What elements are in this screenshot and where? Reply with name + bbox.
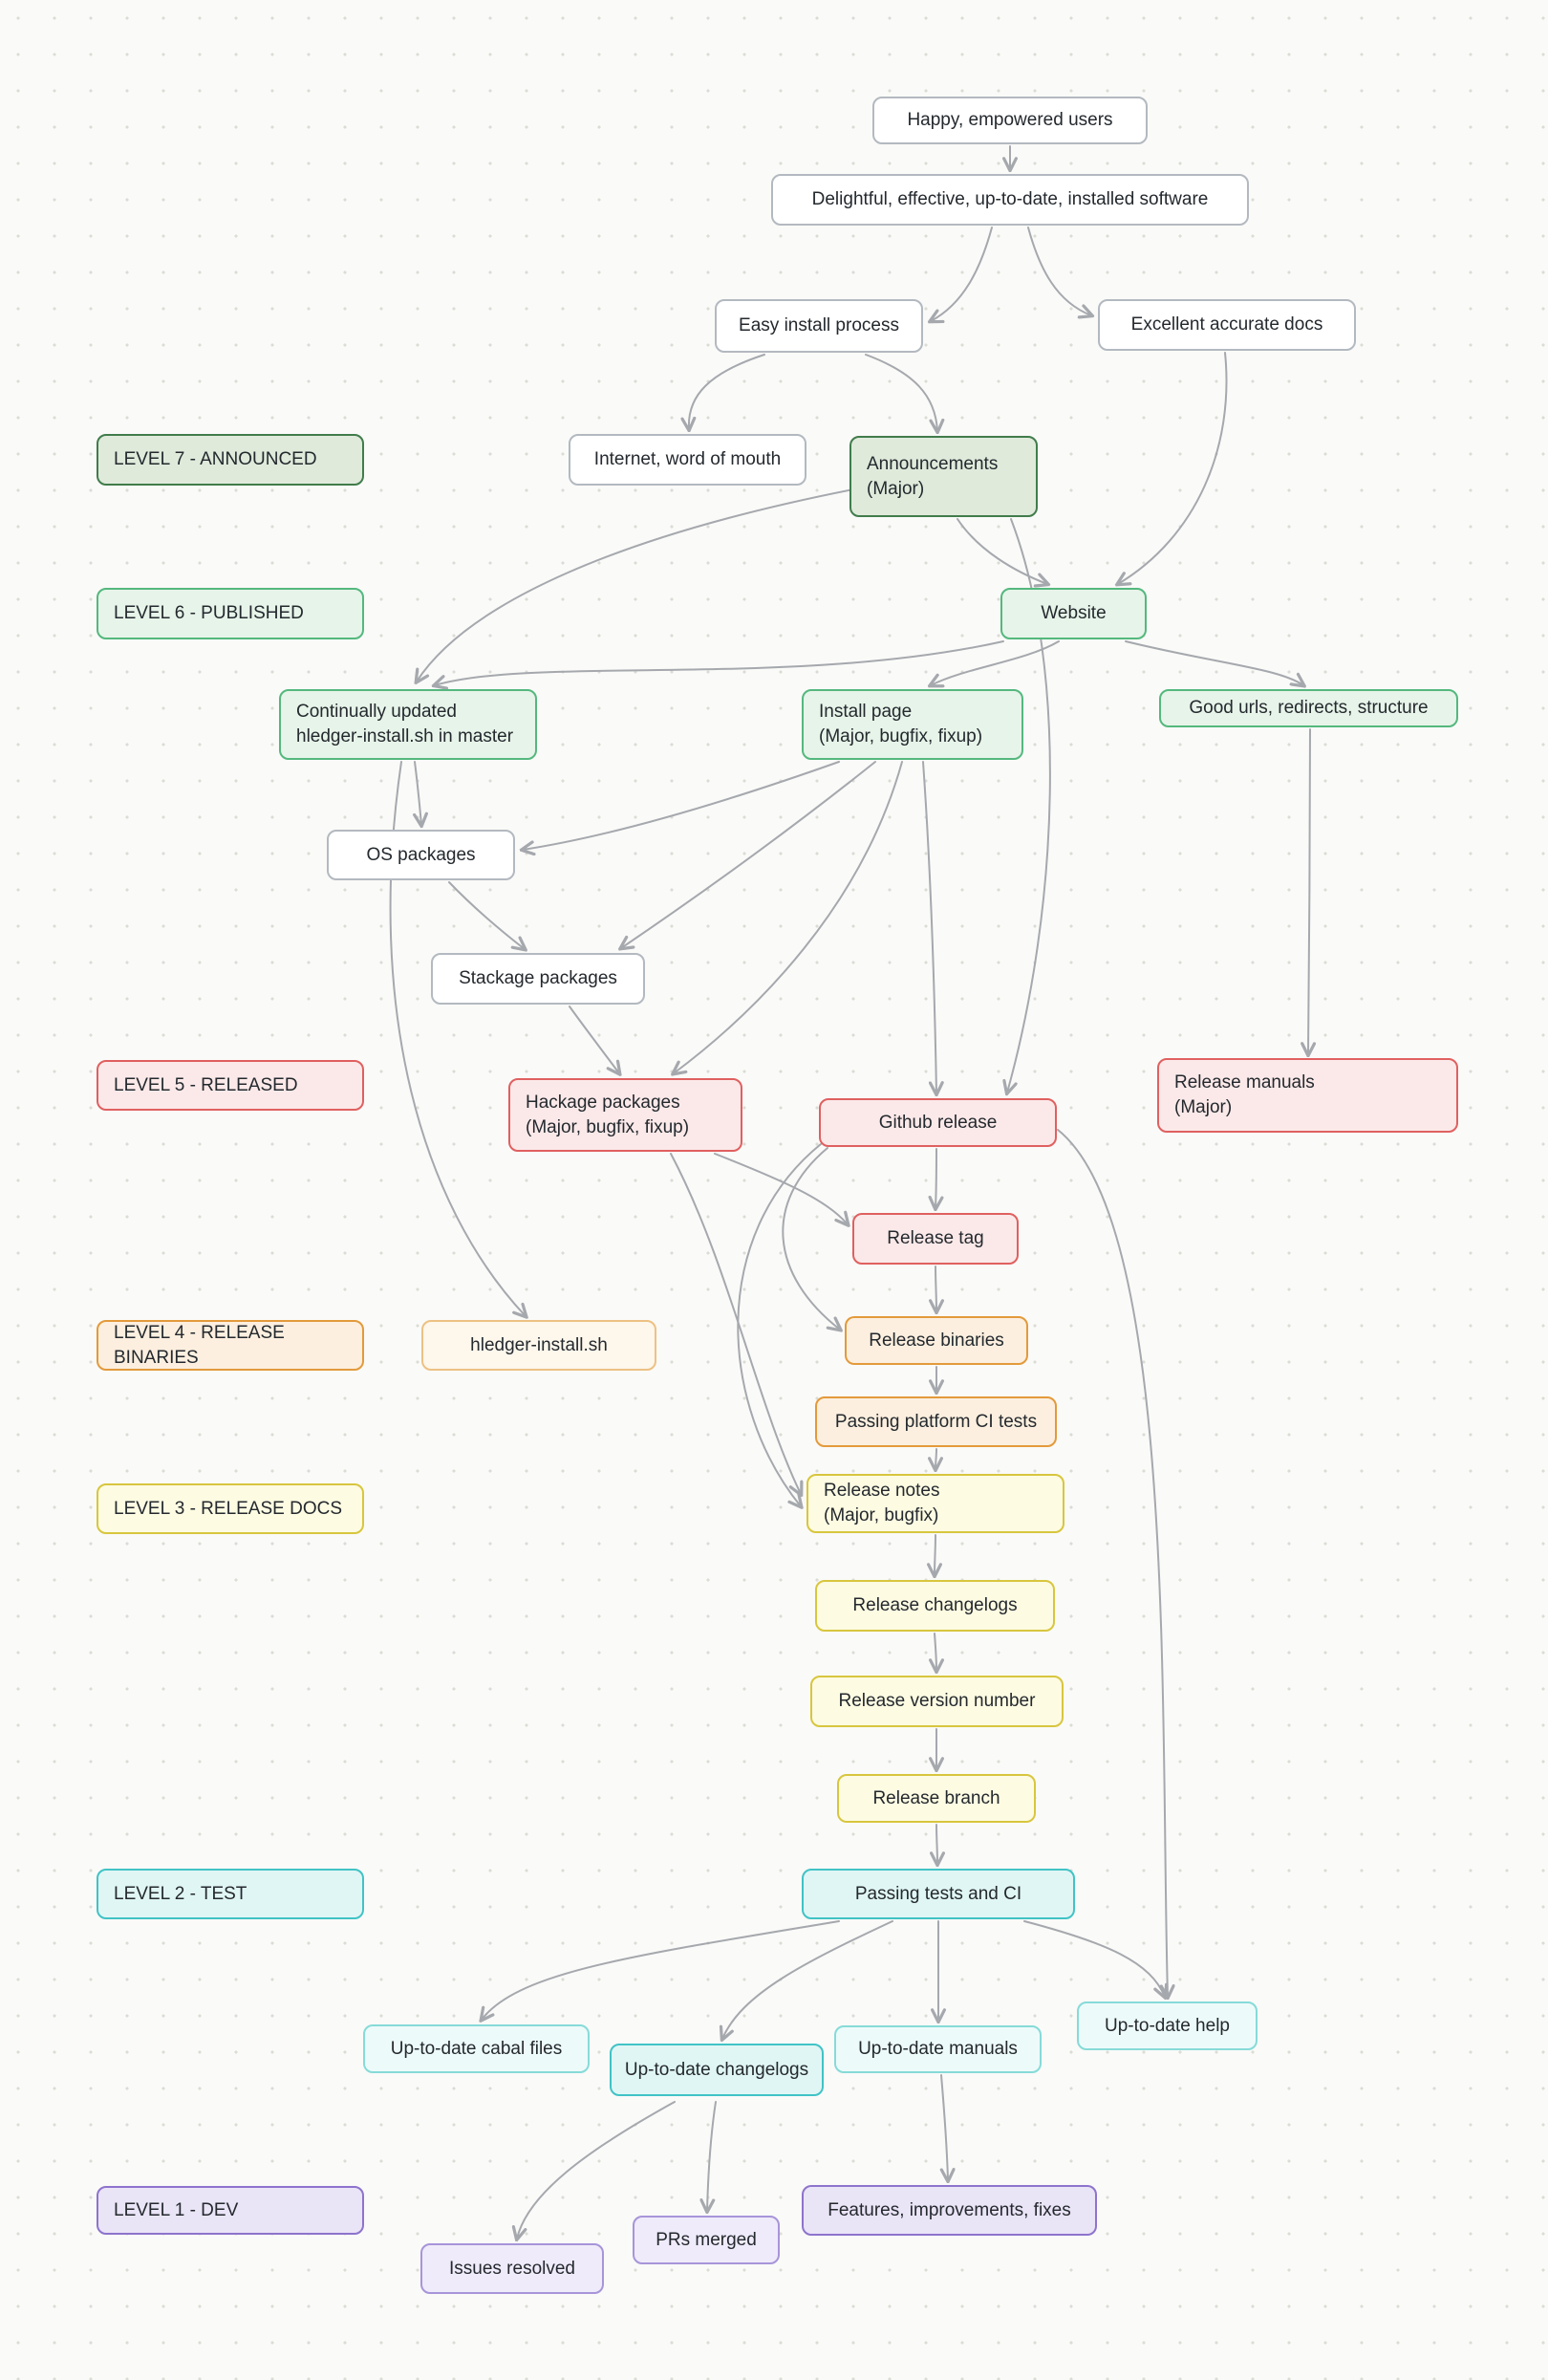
edge-website-install-page [931,640,1060,685]
edge-release-tag-release-binaries [935,1266,936,1311]
edge-delightful-easy-install [931,227,993,321]
node-hackage-packages: Hackage packages (Major, bugfix, fixup) [508,1078,742,1152]
edge-os-packages-stackage-packages [448,881,525,949]
node-delightful-software: Delightful, effective, up-to-date, insta… [771,174,1249,226]
edge-good-urls-release-manuals [1308,728,1310,1054]
edge-github-release-release-notes [737,1143,822,1506]
edge-passing-tests-up-to-date-help [1023,1920,1165,1997]
edge-easy-install-word-of-mouth [689,354,765,429]
edge-install-page-stackage-packages [621,761,876,948]
node-github-release: Github release [819,1098,1057,1147]
label-level-1-dev: LEVEL 1 - DEV [97,2186,364,2235]
node-prs-merged: PRs merged [633,2216,780,2264]
edge-stackage-packages-hackage-packages [569,1006,619,1073]
node-passing-platform-ci-tests: Passing platform CI tests [815,1396,1057,1447]
edge-hackage-packages-release-tag [714,1153,848,1224]
edge-announcements-continually-updated [417,488,854,682]
node-hledger-install-sh: hledger-install.sh [421,1320,656,1371]
node-release-notes: Release notes (Major, bugfix) [806,1474,1064,1533]
edge-excellent-docs-website [1118,352,1228,584]
node-announcements: Announcements (Major) [849,436,1038,517]
node-release-binaries: Release binaries [845,1316,1028,1365]
node-internet-word-of-mouth: Internet, word of mouth [569,434,806,486]
node-up-to-date-changelogs: Up-to-date changelogs [610,2044,824,2096]
node-release-manuals: Release manuals (Major) [1157,1058,1458,1133]
edge-github-release-release-tag [935,1148,936,1208]
node-up-to-date-manuals: Up-to-date manuals [834,2025,1042,2073]
edge-delightful-excellent-docs [1027,227,1091,315]
edge-passing-tests-cabal-files [482,1920,840,2020]
node-up-to-date-help: Up-to-date help [1077,2001,1258,2050]
node-release-branch: Release branch [837,1774,1036,1823]
node-release-changelogs: Release changelogs [815,1580,1055,1632]
edge-website-good-urls [1125,640,1303,685]
node-features-improvements-fixes: Features, improvements, fixes [802,2185,1097,2236]
node-good-urls: Good urls, redirects, structure [1159,689,1458,727]
node-os-packages: OS packages [327,830,515,880]
node-continually-updated-install-script: Continually updated hledger-install.sh i… [279,689,537,760]
node-issues-resolved: Issues resolved [420,2243,604,2294]
label-level-2-test: LEVEL 2 - TEST [97,1869,364,1919]
node-easy-install-process: Easy install process [715,299,923,353]
edge-passing-tests-up-to-date-changelogs [722,1920,893,2039]
label-level-6-published: LEVEL 6 - PUBLISHED [97,588,364,639]
label-level-7-announced: LEVEL 7 - ANNOUNCED [97,434,364,486]
node-stackage-packages: Stackage packages [431,953,645,1005]
node-release-version-number: Release version number [810,1676,1064,1727]
node-website: Website [1000,588,1147,639]
label-level-3-release-docs: LEVEL 3 - RELEASE DOCS [97,1483,364,1534]
node-install-page: Install page (Major, bugfix, fixup) [802,689,1023,760]
label-level-4-release-binaries: LEVEL 4 - RELEASE BINARIES [97,1320,364,1371]
node-excellent-accurate-docs: Excellent accurate docs [1098,299,1356,351]
edge-up-to-date-manuals-features [941,2074,948,2180]
edge-release-branch-passing-tests [936,1824,937,1864]
node-release-tag: Release tag [852,1213,1019,1265]
node-happy-empowered-users: Happy, empowered users [872,97,1148,144]
label-level-5-released: LEVEL 5 - RELEASED [97,1060,364,1111]
edge-continually-updated-os-packages [415,761,421,825]
node-up-to-date-cabal-files: Up-to-date cabal files [363,2024,590,2073]
edge-install-page-hackage-packages [674,761,903,1073]
edge-hackage-packages-release-notes [670,1153,801,1494]
edge-up-to-date-changelogs-prs-merged [707,2101,717,2211]
edge-install-page-github-release [922,761,936,1093]
edge-passing-platform-ci-release-notes [935,1448,936,1469]
edge-easy-install-announcements [865,354,937,431]
edge-github-release-release-binaries [782,1147,840,1330]
edge-announcements-website [957,518,1047,584]
edge-release-changelogs-release-version [935,1633,936,1671]
edge-website-continually-updated [435,640,1004,685]
edge-github-release-up-to-date-help [1057,1129,1168,1997]
node-passing-tests-and-ci: Passing tests and CI [802,1869,1075,1919]
edge-install-page-os-packages [523,761,840,850]
